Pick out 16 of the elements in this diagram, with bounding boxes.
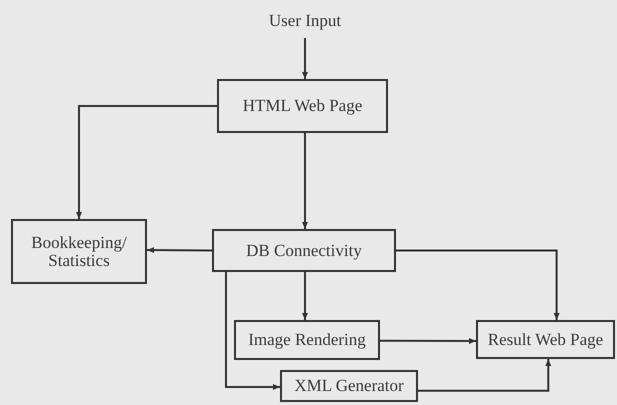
arrow: [302, 133, 308, 229]
input-label: User Input: [255, 6, 355, 36]
process-box: XML Generator: [280, 370, 418, 402]
arrow: [225, 272, 280, 390]
process-box: HTML Web Page: [217, 79, 388, 133]
arrow: [302, 38, 308, 79]
arrow: [302, 272, 308, 320]
process-box: Image Rendering: [234, 320, 380, 360]
process-box: DB Connectivity: [212, 229, 396, 272]
arrow: [76, 105, 217, 219]
arrow: [147, 247, 212, 254]
arrow: [396, 250, 560, 320]
arrow: [418, 359, 552, 392]
arrow: [380, 338, 476, 344]
process-box: Bookkeeping/ Statistics: [11, 219, 147, 284]
process-box: Result Web Page: [476, 320, 615, 359]
